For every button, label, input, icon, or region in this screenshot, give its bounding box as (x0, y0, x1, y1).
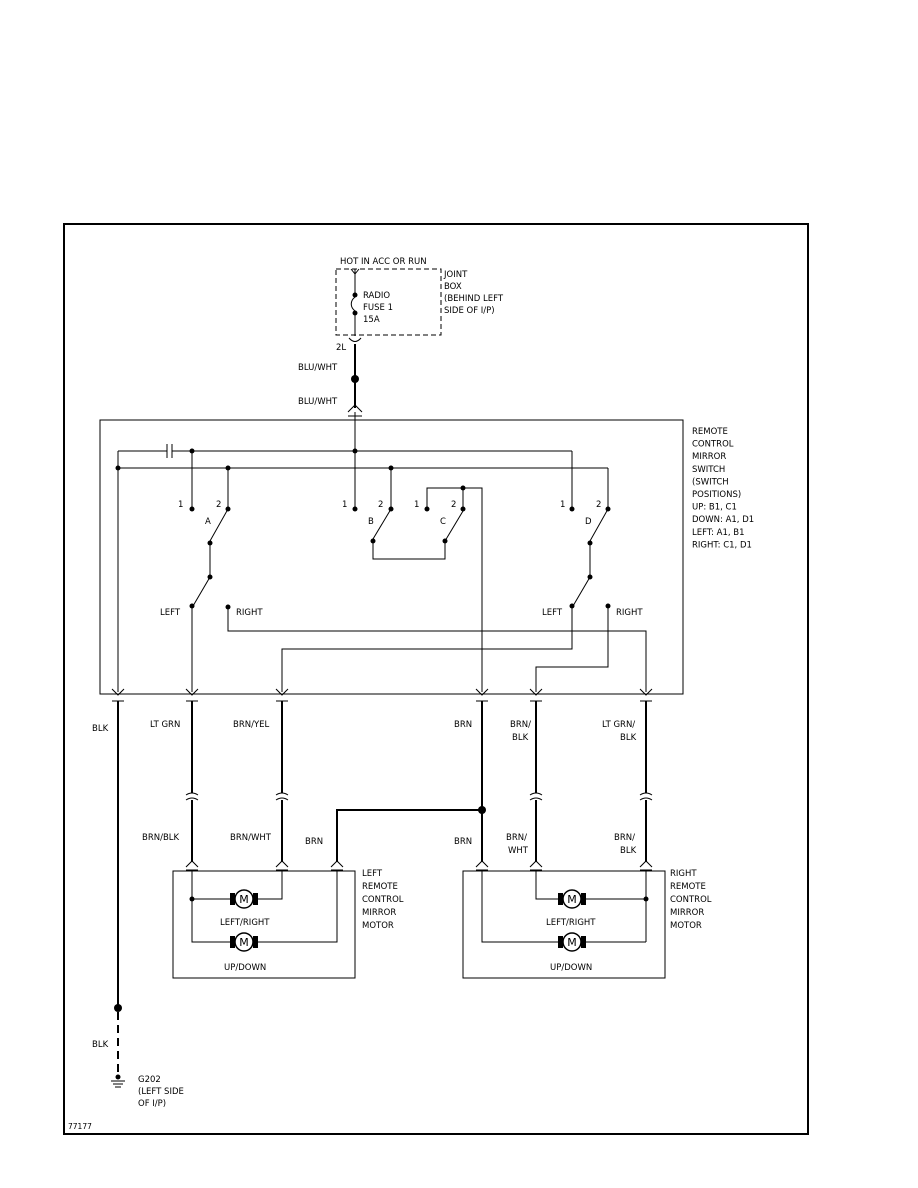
right-motor-wiring (481, 870, 649, 943)
wire-blu-wht-top: BLU/WHT (298, 363, 338, 373)
switch-label-d: D (585, 517, 592, 527)
right-motor-lr-label: LEFT/RIGHT (546, 918, 596, 928)
splice-blu-wht (351, 375, 359, 383)
switch-pos-d2: 2 (596, 500, 601, 510)
switch-a-left-label: LEFT (160, 608, 181, 618)
wire-brn-blk-upper: BRN/ BLK (510, 720, 534, 743)
joint-box (335, 268, 442, 336)
ground-wire (114, 1004, 122, 1074)
left-motor-title: LEFT REMOTE CONTROL MIRROR MOTOR (362, 869, 406, 931)
switch-terminals (189, 506, 611, 512)
switch-pos-a1: 1 (178, 500, 183, 510)
connector-2l (348, 337, 362, 342)
power-label: HOT IN ACC OR RUN (340, 257, 427, 267)
diagram-frame (63, 223, 809, 1135)
harness-wires (117, 701, 653, 1008)
figure-id: 77177 (68, 1122, 92, 1131)
fuse-symbol (350, 268, 360, 336)
wire-brn-wht-lower: BRN/WHT (230, 833, 272, 843)
svg-text:M: M (239, 936, 249, 949)
wire-brn-wht-right: BRN/ WHT (506, 833, 530, 856)
ground-label: G202 (LEFT SIDE OF I/P) (138, 1075, 187, 1109)
right-lr-motor-icon: M (558, 889, 586, 909)
left-ud-motor-icon: M (230, 932, 258, 952)
left-motor-wiring (189, 870, 338, 943)
connector-2l-label: 2L (336, 343, 346, 353)
switch-a-right-label: RIGHT (236, 608, 263, 618)
left-motor-lr-label: LEFT/RIGHT (220, 918, 270, 928)
switch-pos-d1: 1 (560, 500, 565, 510)
switch-pos-c2: 2 (451, 500, 456, 510)
wire-brn-blk-right: BRN/ BLK (614, 833, 638, 856)
motor-connectors (185, 860, 653, 871)
ground-icon (111, 1074, 125, 1088)
wire-lt-grn: LT GRN (150, 720, 180, 730)
right-motor-box (462, 870, 666, 979)
left-lr-motor-icon: M (230, 889, 258, 909)
switch-label-a: A (205, 517, 211, 527)
svg-text:M: M (567, 936, 577, 949)
wire-brn-blk-lower: BRN/BLK (142, 833, 180, 843)
joint-box-label: JOINT BOX (BEHIND LEFT SIDE OF I/P) (443, 270, 506, 316)
switch-pos-b2: 2 (378, 500, 383, 510)
fuse-label: RADIO FUSE 1 15A (363, 291, 396, 325)
switch-d-left-label: LEFT (542, 608, 563, 618)
switch-section-d (281, 508, 611, 692)
wire-brn-yel: BRN/YEL (233, 720, 270, 730)
switch-label-b: B (368, 517, 374, 527)
wire-brn-left-motor: BRN (305, 837, 323, 847)
left-motor-ud-label: UP/DOWN (224, 963, 266, 973)
wire-lt-grn-blk: LT GRN/ BLK (602, 720, 638, 743)
switch-section-bc (370, 485, 483, 692)
switch-d-right-label: RIGHT (616, 608, 643, 618)
svg-text:M: M (567, 893, 577, 906)
switch-output-connectors (111, 688, 653, 702)
switch-pos-c1: 1 (414, 500, 419, 510)
left-motor-box (172, 870, 356, 979)
switch-label-c: C (440, 517, 446, 527)
switch-box (99, 419, 684, 695)
wire-blu-wht-mid: BLU/WHT (298, 397, 338, 407)
wire-brn-right-motor: BRN (454, 837, 472, 847)
switch-pos-b1: 1 (342, 500, 347, 510)
right-motor-ud-label: UP/DOWN (550, 963, 592, 973)
wire-blk-bottom: BLK (92, 1040, 109, 1050)
switch-section-a (189, 508, 647, 692)
right-motor-title: RIGHT REMOTE CONTROL MIRROR MOTOR (670, 869, 714, 931)
switch-pos-a2: 2 (216, 500, 221, 510)
svg-text:M: M (239, 893, 249, 906)
switch-bus (115, 420, 609, 692)
switch-title: REMOTE CONTROL MIRROR SWITCH (SWITCH POS… (692, 427, 757, 550)
right-ud-motor-icon: M (558, 932, 586, 952)
wire-brn-upper: BRN (454, 720, 472, 730)
wire-blk-top: BLK (92, 724, 109, 734)
